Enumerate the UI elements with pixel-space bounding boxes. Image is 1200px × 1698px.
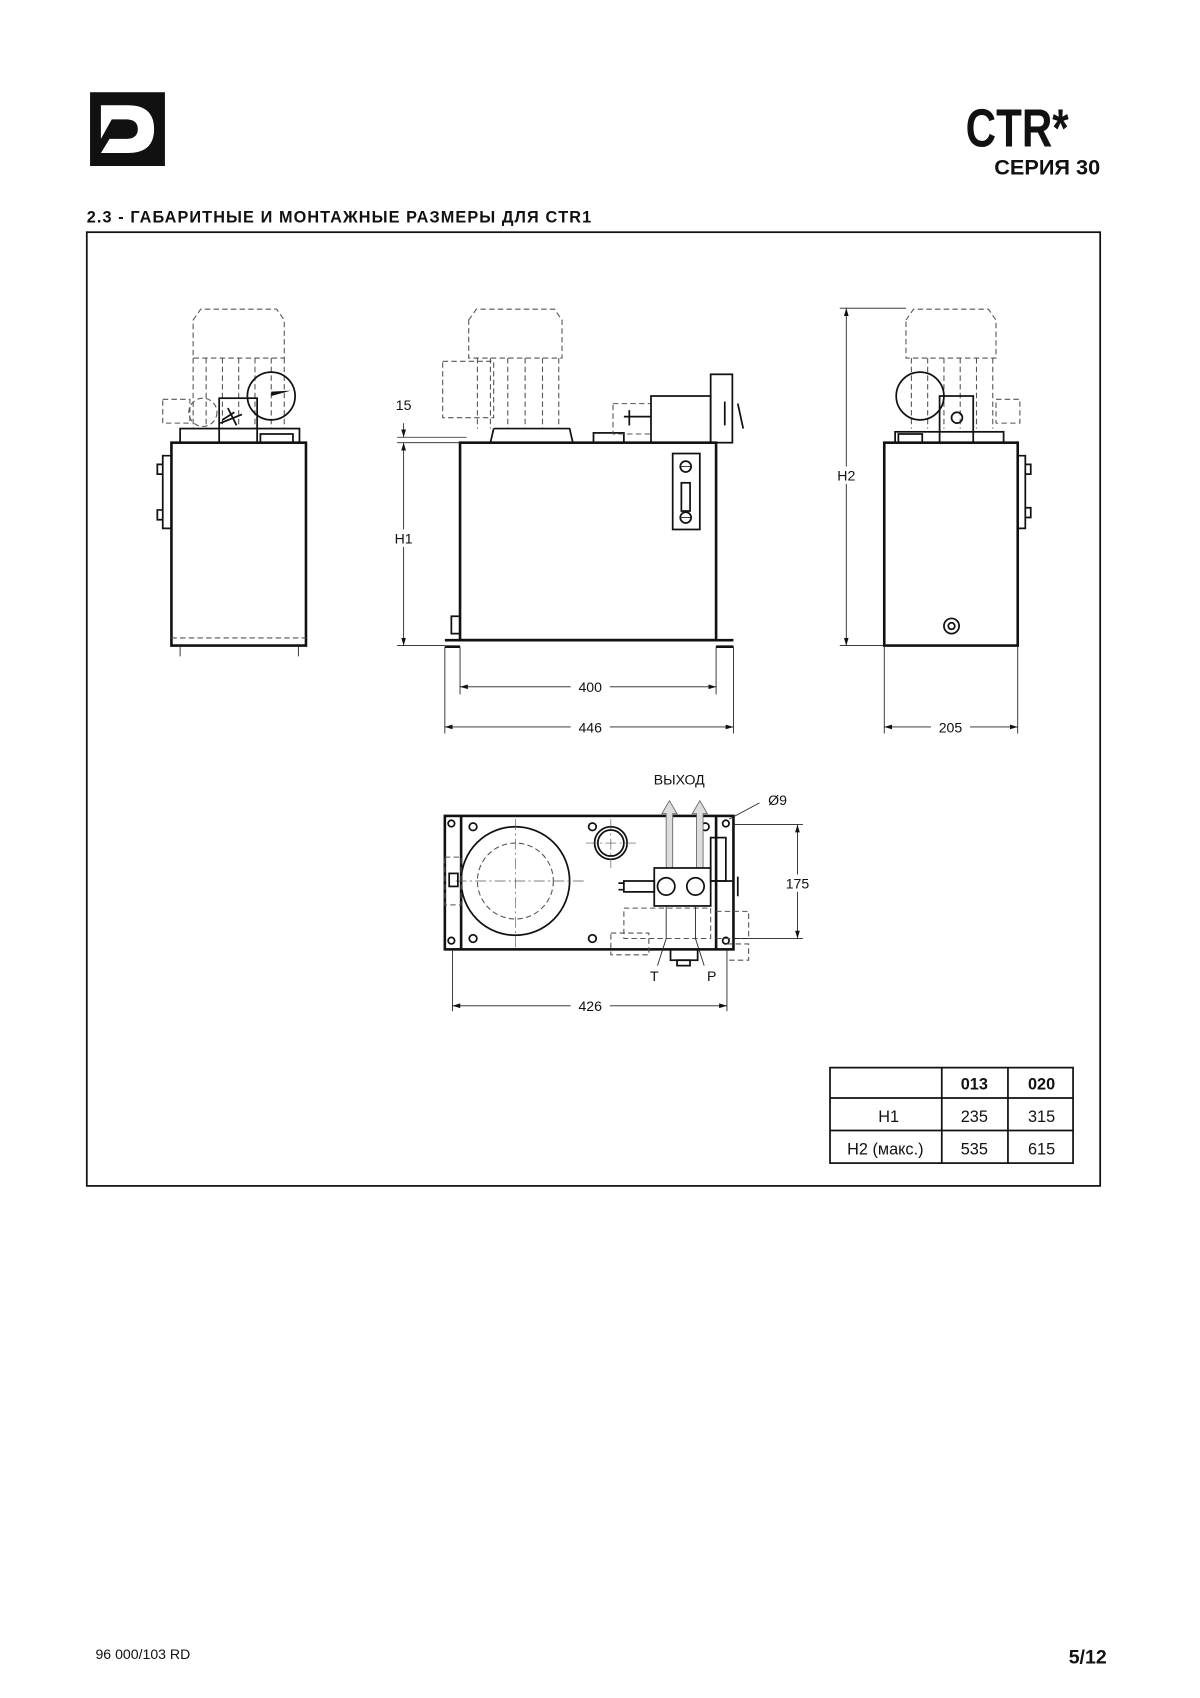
dim-400-label: 400 xyxy=(578,679,602,695)
document-code: 96 000/103 RD xyxy=(95,1646,190,1662)
product-title: CTR* xyxy=(966,98,1070,158)
table-cell: 315 xyxy=(1028,1108,1055,1126)
page-number: 5/12 xyxy=(1069,1646,1107,1668)
front-view xyxy=(397,308,745,734)
port-t-label: T xyxy=(650,968,659,984)
dim-175-label: 175 xyxy=(786,876,810,892)
dim-h2-label: H2 xyxy=(837,468,855,484)
dim-15-label: 15 xyxy=(396,397,412,413)
port-p-label: P xyxy=(707,968,716,984)
dim-426-label: 426 xyxy=(578,998,602,1014)
table-header-013: 013 xyxy=(961,1075,988,1093)
table-header-020: 020 xyxy=(1028,1075,1055,1093)
dimensions-table: 013 020 H1 235 315 H2 (макс.) 535 615 xyxy=(829,1066,1074,1164)
table-row-h2-label: H2 (макс.) xyxy=(847,1140,923,1158)
table-cell: 535 xyxy=(961,1140,988,1158)
hole-diameter-label: Ø9 xyxy=(768,792,787,808)
outlet-label: ВЫХОД xyxy=(654,771,705,787)
top-view xyxy=(443,799,803,1012)
series-label: СЕРИЯ 30 xyxy=(994,155,1100,180)
dim-446-label: 446 xyxy=(578,719,602,735)
side-view-right xyxy=(839,307,1032,734)
table-row-h1-label: H1 xyxy=(878,1108,899,1126)
drawing-frame xyxy=(85,231,1102,1187)
company-logo xyxy=(90,92,165,167)
dim-h1-label: H1 xyxy=(395,531,413,547)
dim-205-label: 205 xyxy=(939,719,963,735)
side-view-left xyxy=(156,308,308,657)
section-title: 2.3 - ГАБАРИТНЫЕ И МОНТАЖНЫЕ РАЗМЕРЫ ДЛЯ… xyxy=(87,208,592,226)
table-cell: 615 xyxy=(1028,1140,1055,1158)
table-cell: 235 xyxy=(961,1108,988,1126)
